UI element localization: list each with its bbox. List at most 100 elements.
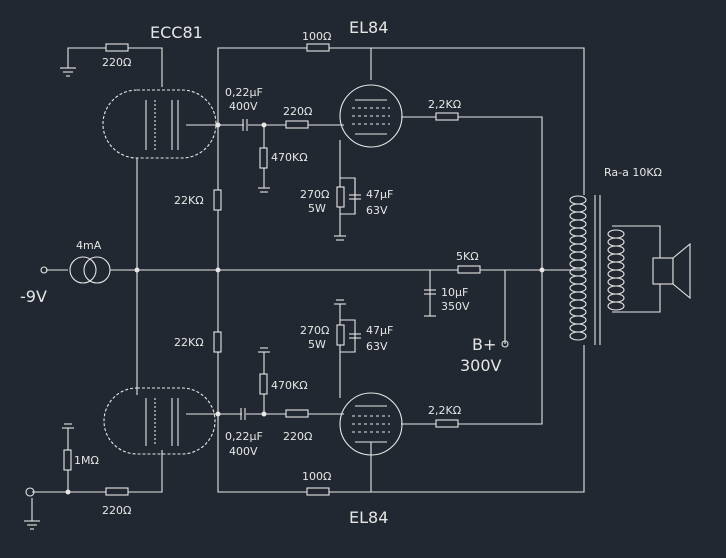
label-c-supply-1: 10µF <box>441 286 468 299</box>
bias-terminal <box>40 266 48 274</box>
coil-turn <box>569 259 587 269</box>
tube-label-el84-top: EL84 <box>349 18 388 37</box>
coil-turn <box>607 293 625 303</box>
resistor-r-bot-cathode <box>336 324 345 346</box>
resistor-r-bot-left <box>105 487 129 496</box>
labels: ECC81 EL84 EL84 220Ω 100Ω 0,22µF 400V 22… <box>20 18 662 527</box>
resistor-r-top-left <box>105 43 129 52</box>
label-r-top-screen: 2,2KΩ <box>428 98 461 111</box>
label-c-bot-2: 400V <box>229 445 258 458</box>
coil-turn <box>569 235 587 245</box>
ground-top-leak <box>258 187 270 193</box>
label-c-bot-1: 0,22µF <box>225 430 263 443</box>
ground-symbols <box>24 67 436 530</box>
label-c-top-cathode-2: 63V <box>366 204 388 217</box>
coil-turn <box>607 277 625 287</box>
resistor-r-top-anode <box>306 43 330 52</box>
coil-turn <box>607 245 625 255</box>
junction-dots <box>65 122 545 495</box>
label-ccs: 4mA <box>76 239 102 252</box>
wires <box>32 47 661 493</box>
resistor-r-bot-leak <box>259 373 268 395</box>
label-r-bot-cathode-1: 270Ω <box>300 324 329 337</box>
resistor-r-top-cathode <box>336 186 345 208</box>
coil-turn <box>607 237 625 247</box>
tube-ecc81-top <box>102 89 217 159</box>
tube-label-el84-bottom: EL84 <box>349 508 388 527</box>
label-b-plus-2: 300V <box>460 356 502 375</box>
resistor-r-supply <box>457 265 481 274</box>
resistor-r-bot-grid <box>285 409 309 418</box>
cap-bot-coupling <box>240 408 246 420</box>
label-r-top-left: 220Ω <box>102 56 131 69</box>
coil-turn <box>569 331 587 341</box>
ground-top-left <box>60 67 76 77</box>
coil-turn <box>607 269 625 279</box>
resistor-r-grid-leak-in <box>63 449 72 471</box>
coil-turn <box>569 275 587 285</box>
resistor-r-bot-anode <box>306 487 330 496</box>
tube-label-ecc81: ECC81 <box>150 23 203 42</box>
label-c-top-cathode-1: 47µF <box>366 188 393 201</box>
resistor-r-top-screen <box>435 112 459 121</box>
label-r-grid-leak-in: 1MΩ <box>74 454 99 467</box>
resistor-r-load-bottom <box>213 331 222 353</box>
coil-turn <box>607 285 625 295</box>
coil-turn <box>607 253 625 263</box>
current-source-ccs <box>69 256 111 284</box>
label-r-load-top: 22KΩ <box>174 194 204 207</box>
label-r-bot-left: 220Ω <box>102 504 131 517</box>
label-r-top-cathode-2: 5W <box>308 202 326 215</box>
label-c-top-2: 400V <box>229 100 258 113</box>
label-r-bot-cathode-2: 5W <box>308 338 326 351</box>
coil-turn <box>569 323 587 333</box>
ground-bottom-left <box>24 498 40 530</box>
cap-top-coupling <box>242 119 248 131</box>
resistor-r-top-grid <box>285 120 309 129</box>
label-transformer: Ra-a 10KΩ <box>604 166 662 179</box>
label-c-bot-cathode-1: 47µF <box>366 324 393 337</box>
cap-supply <box>424 289 436 295</box>
coil-turn <box>569 195 587 205</box>
tube-el84-top <box>339 84 403 148</box>
label-r-supply: 5KΩ <box>456 250 479 263</box>
speaker-icon <box>652 242 691 300</box>
coil-turn <box>569 291 587 301</box>
coil-turn <box>569 315 587 325</box>
label-r-top-leak: 470KΩ <box>271 151 308 164</box>
cap-bot-cathode <box>349 333 361 339</box>
coil-turn <box>607 301 625 311</box>
ground-top-cathode <box>334 235 346 241</box>
resistor-r-bot-screen <box>435 419 459 428</box>
label-r-top-anode: 100Ω <box>302 30 331 43</box>
label-c-top-1: 0,22µF <box>225 86 263 99</box>
label-r-top-grid: 220Ω <box>283 105 312 118</box>
coil-turn <box>607 261 625 271</box>
coil-turn <box>569 267 587 277</box>
resistor-r-load-top <box>213 189 222 211</box>
coil-turn <box>569 219 587 229</box>
resistor-r-top-leak <box>259 147 268 169</box>
coil-turn <box>569 203 587 213</box>
ground-input-leak <box>62 423 74 429</box>
input-terminal <box>25 487 35 497</box>
label-c-supply-2: 350V <box>441 300 470 313</box>
coil-turn <box>569 243 587 253</box>
coil-turn <box>607 229 625 239</box>
resistors <box>63 43 481 496</box>
coil-turn <box>569 283 587 293</box>
tube-el84-bottom <box>339 392 403 456</box>
b-plus-terminal <box>501 340 509 348</box>
coil-turn <box>569 299 587 309</box>
tube-ecc81-bottom <box>103 387 216 455</box>
label-c-bot-cathode-2: 63V <box>366 340 388 353</box>
label-r-bot-leak: 470KΩ <box>271 379 308 392</box>
label-r-top-cathode-1: 270Ω <box>300 188 329 201</box>
cap-top-cathode <box>349 178 361 214</box>
label-r-bot-screen: 2,2KΩ <box>428 404 461 417</box>
coil-turn <box>569 307 587 317</box>
output-transformer <box>569 195 625 345</box>
label-r-bot-grid: 220Ω <box>283 430 312 443</box>
ground-bot-cathode <box>334 299 346 305</box>
